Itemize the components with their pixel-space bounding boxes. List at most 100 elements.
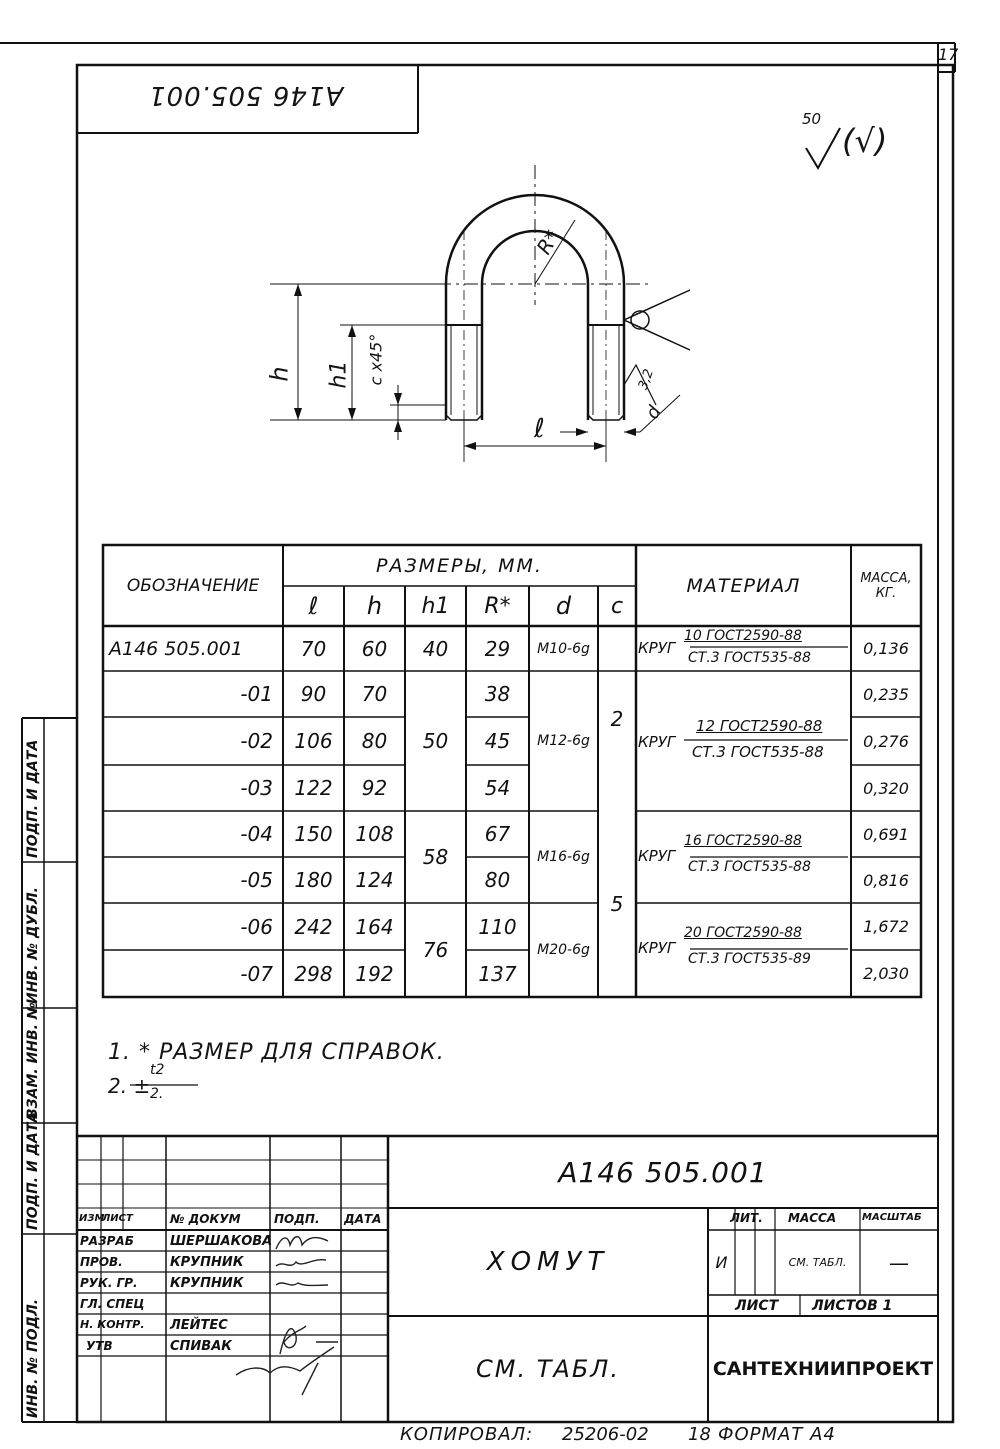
side-label-sign-date-2: ПОДП. И ДАТА [25,739,41,858]
table-cell-r: 137 [478,961,517,986]
material-den: СТ.3 ГОСТ535-88 [688,650,811,666]
title-name: ХОМУТ [486,1247,610,1277]
table-cell-r: 80 [484,868,511,892]
side-label-inv-dupl: ИНВ. № ДУБЛ. [25,887,41,1004]
table-cell-l: 242 [294,914,333,939]
table-cell-r: 45 [484,729,511,753]
table-cell-h: 60 [361,636,388,661]
table-row-designation: -03 [240,776,273,800]
table-cell-r: 54 [484,776,511,800]
table-row-designation: А146 505.001 [109,637,243,660]
table-cell-h: 80 [361,729,388,753]
table-cell-c: 5 [610,892,624,916]
label-l: ℓ [534,414,545,444]
material-den: СТ.3 ГОСТ535-89 [688,951,811,967]
role-label: Н. КОНТР. [80,1318,145,1331]
footer-number: 25206-02 [562,1424,649,1445]
th-col-d: d [555,592,572,620]
material-prefix: КРУГ [638,733,676,751]
note-2-prefix: 2. ± [108,1074,151,1098]
table-row-designation: -04 [240,822,273,846]
material-prefix: КРУГ [638,639,676,657]
table-cell-mass: 0,136 [863,639,909,658]
table-cell-h: 108 [355,822,394,846]
side-label-sign-date-1: ПОДП. И ДАТА [25,1111,41,1230]
table-cell-d: M10-6g [537,640,590,657]
material-prefix: КРУГ [638,939,676,957]
table-cell-mass: 0,816 [863,870,909,890]
material-den: СТ.3 ГОСТ535-88 [688,859,811,875]
role-label: УТВ [86,1339,113,1353]
title-material: СМ. ТАБЛ. [476,1355,620,1383]
th-col-h1: h1 [421,593,450,619]
roughness-value: 50 [802,110,822,128]
side-label-inv-orig: ИНВ. № ПОДЛ. [25,1298,41,1418]
title-organization: САНТЕХНИИПРОЕКТ [712,1358,934,1380]
note-2-den: 2. [150,1086,164,1102]
note-2-num: t2 [150,1062,165,1078]
table-cell-mass: 0,320 [863,778,909,798]
mass-value: СМ. ТАБЛ. [788,1256,847,1269]
th-col-r: R* [484,593,511,619]
label-h: h [265,366,294,382]
table-cell-d: M20-6g [537,942,590,958]
table-cell-mass: 1,672 [863,917,909,936]
role-label: ПРОВ. [80,1255,123,1269]
material-num: 16 ГОСТ2590-88 [684,833,802,849]
role-label: РУК. ГР. [80,1276,138,1290]
footer-sheet-index: 18 [688,1424,711,1445]
table-cell-l: 90 [300,682,327,706]
page-number: 17 [938,45,959,64]
table-cell-mass: 0,276 [863,731,909,751]
table-cell-h: 92 [361,776,388,800]
table-cell-h1: 50 [422,729,449,753]
table-cell-h1: 58 [422,845,449,869]
role-label: РАЗРАБ [80,1234,134,1248]
signature-sheршакова [275,1236,329,1250]
table-cell-r: 38 [484,682,511,706]
table-cell-r: 67 [484,822,511,846]
lit-value: И [715,1253,728,1272]
table-cell-r: 29 [484,636,511,661]
table-cell-mass: 0,691 [863,824,909,844]
signature-leites [279,1325,338,1355]
label-h1: h1 [326,360,352,389]
table-cell-l: 122 [294,776,333,800]
th-col-l: ℓ [308,592,319,620]
table-cell-h: 70 [361,682,388,706]
table-cell-h1: 40 [422,636,449,661]
footer-format: ФОРМАТ А4 [718,1424,836,1445]
material-cell: КРУГ 20 ГОСТ2590-88 СТ.3 ГОСТ535-89 [636,903,851,997]
table-row-designation: -01 [240,682,273,706]
table-row-designation: -06 [240,914,273,939]
lit-label: ЛИТ. [730,1211,763,1225]
mass-label: МАССА [788,1211,837,1225]
table-cell-mass: 2,030 [863,964,909,983]
th-material: МАТЕРИАЛ [686,574,801,597]
th-dimensions: РАЗМЕРЫ, ММ. [376,554,543,577]
material-num: 20 ГОСТ2590-88 [684,925,802,941]
label-chamfer: c x45° [366,333,386,386]
table-cell-r: 110 [478,914,517,939]
col-header-izm: ИЗМ [79,1213,105,1224]
material-prefix: КРУГ [638,847,676,865]
table-cell-l: 70 [300,636,327,661]
role-name: ШЕРШАКОВА [170,1234,273,1249]
role-name: КРУПНИК [170,1276,244,1291]
sheet-label: ЛИСТ [735,1298,779,1314]
role-label: ГЛ. СПЕЦ [80,1297,145,1311]
table-cell-d: M16-6g [537,849,590,865]
role-name: СПИВАК [170,1339,232,1354]
side-label-replace-inv: ВЗАМ. ИНВ. № [25,1002,41,1119]
table-row-designation: -05 [240,868,273,892]
sheets-label: ЛИСТОВ 1 [812,1298,893,1314]
material-cell: КРУГ 12 ГОСТ2590-88 СТ.3 ГОСТ535-88 [636,671,851,811]
table-cell-l: 180 [294,868,333,892]
th-col-c: c [610,593,624,619]
th-col-h: h [366,592,383,620]
note-1: 1. * РАЗМЕР ДЛЯ СПРАВОК. [108,1040,445,1065]
signature-krupnik-1 [275,1259,327,1267]
scale-value: — [889,1250,909,1275]
th-designation: ОБОЗНАЧЕНИЕ [126,575,260,596]
